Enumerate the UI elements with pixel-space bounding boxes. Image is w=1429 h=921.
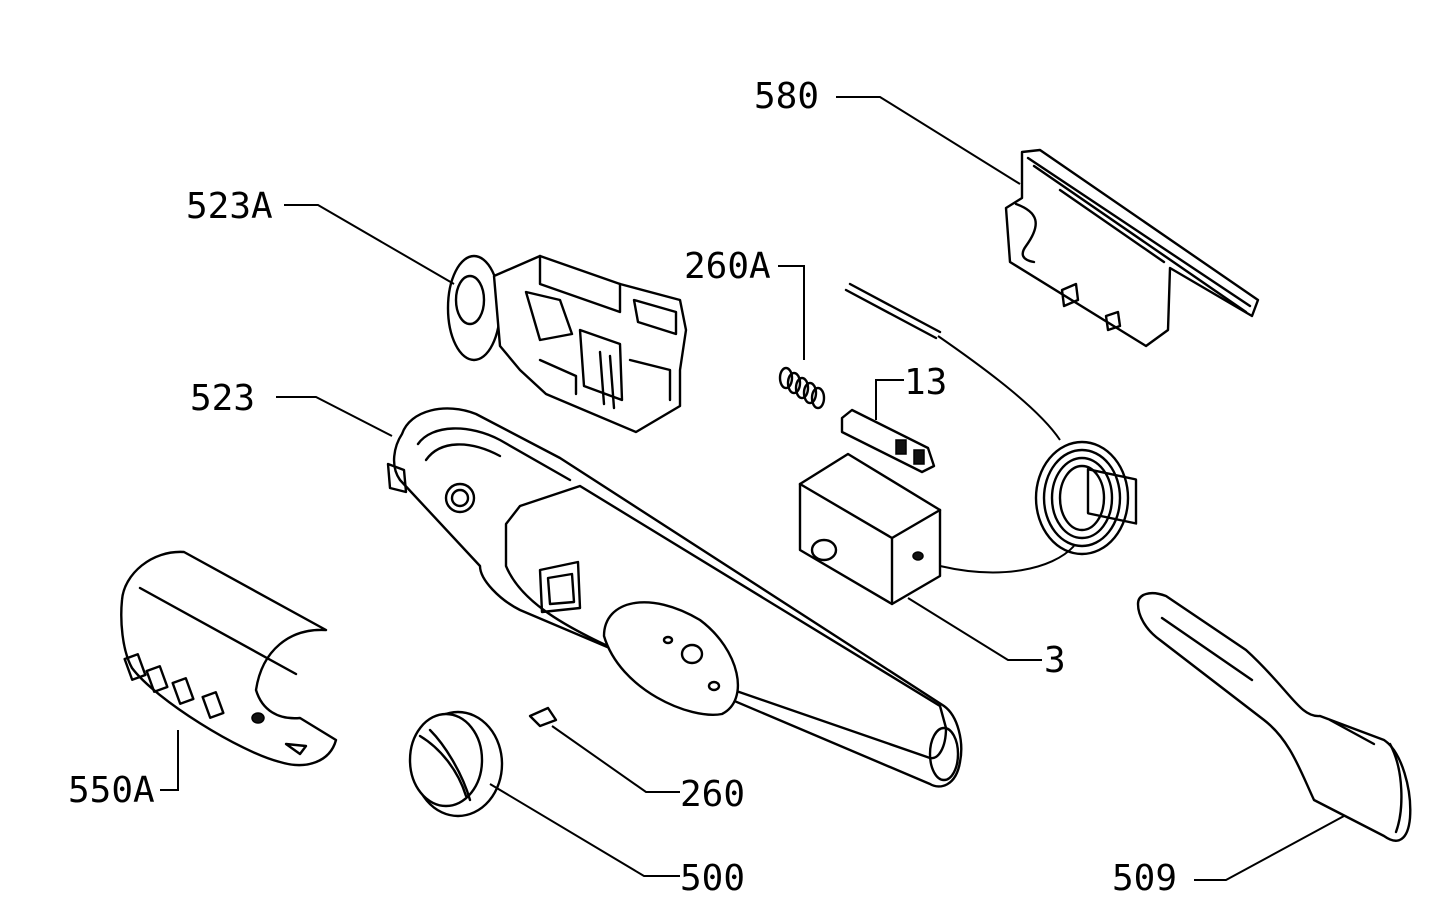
leader-523a: [284, 204, 455, 285]
part-13-terminal: [840, 408, 936, 474]
label-523a: 523A: [186, 186, 273, 227]
leader-550a: [160, 730, 179, 791]
label-523: 523: [190, 378, 255, 419]
leader-580: [836, 96, 1021, 185]
part-523-handle-body: [386, 407, 963, 788]
label-260: 260: [680, 774, 745, 815]
leader-3: [907, 597, 1042, 661]
label-500: 500: [680, 858, 745, 899]
leader-13: [875, 379, 904, 420]
part-523a-switch-assembly: [446, 254, 688, 434]
part-509-lever-arm: [1136, 592, 1412, 842]
leader-260a: [778, 265, 805, 360]
label-13: 13: [904, 362, 947, 403]
label-260a: 260A: [684, 246, 771, 287]
leader-260: [551, 725, 680, 793]
label-509: 509: [1112, 858, 1177, 899]
label-3: 3: [1044, 640, 1066, 681]
part-550a-vented-cover: [120, 550, 338, 767]
label-550a: 550A: [68, 770, 155, 811]
part-500-knob: [408, 710, 504, 818]
leader-509: [1194, 815, 1345, 881]
leader-523: [276, 396, 393, 437]
capillary-tube-probe: [844, 282, 1130, 574]
part-3-thermostat-box: [798, 452, 942, 606]
part-260-clip: [528, 706, 558, 728]
label-580: 580: [754, 76, 819, 117]
leader-500: [489, 783, 680, 877]
part-260a-spring: [778, 366, 826, 410]
